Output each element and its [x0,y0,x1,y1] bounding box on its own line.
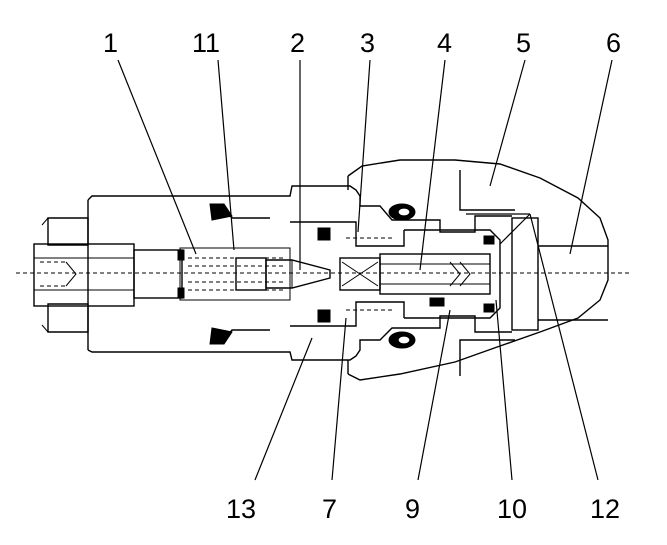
sleeve [404,229,501,319]
callout-11: 11 [192,28,220,58]
outer-cover [347,159,609,381]
main-piston [339,253,491,295]
callout-9: 9 [405,494,420,524]
callout-3: 3 [360,28,375,58]
leader-lines [117,59,613,481]
callout-5: 5 [516,28,531,58]
right-plug [511,217,608,331]
adjusting-screw [33,243,183,307]
callout-1: 1 [103,28,118,58]
callout-6: 6 [606,28,621,58]
callout-13: 13 [226,494,256,524]
callout-12: 12 [590,494,620,524]
callout-7: 7 [322,494,337,524]
valve-seat [290,221,405,327]
callout-4: 4 [437,28,452,58]
callout-10: 10 [497,494,527,524]
poppet [265,259,331,289]
spring [177,247,291,301]
lock-nut [41,217,89,333]
valve-body [87,185,512,361]
callout-2: 2 [290,28,305,58]
